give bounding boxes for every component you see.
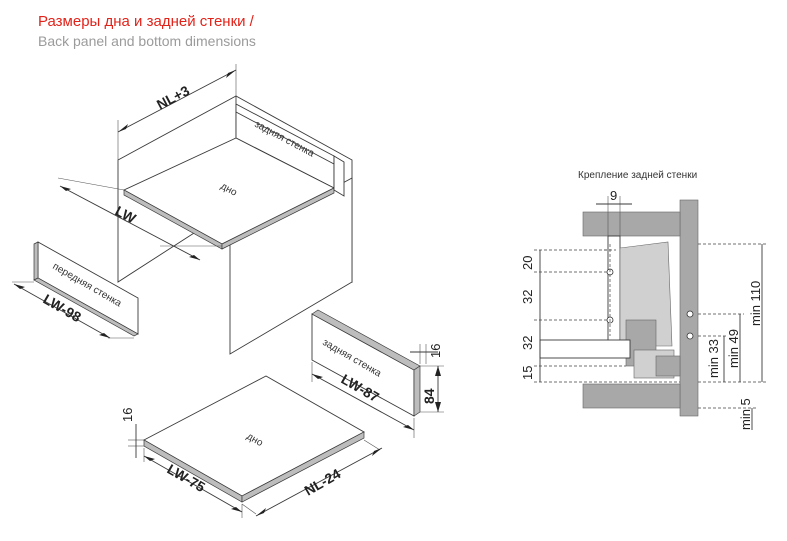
- dim-left-20: 20: [520, 256, 535, 270]
- dim-back-16: 16: [428, 344, 443, 358]
- bottom-board-section: [539, 339, 631, 359]
- dim-min-110: min 110: [748, 281, 763, 326]
- dim-min-5: min 5: [738, 398, 753, 430]
- header: Размеры дна и задней стенки / Back panel…: [38, 12, 256, 50]
- detail-title: Крепление задней стенки: [578, 170, 697, 181]
- dim-nl-24: NL-24: [302, 465, 344, 498]
- back-wall-mounting-detail: Крепление задней стенки 9 20 3: [520, 170, 766, 430]
- dim-left-32b: 32: [520, 336, 535, 350]
- cabinet-side-wall: [679, 199, 699, 417]
- dim-min-33: min 33: [706, 339, 721, 378]
- dim-bottom-16: 16: [120, 408, 135, 422]
- lower-rail: [582, 383, 681, 409]
- title-english: Back panel and bottom dimensions: [38, 33, 256, 49]
- bottom-panel: дно 16 LW-75 NL-24: [120, 375, 383, 518]
- dim-left-32a: 32: [520, 290, 535, 304]
- front-panel: передняя стенка LW-98: [12, 241, 139, 339]
- dim-min-49: min 49: [726, 329, 741, 368]
- dim-left-15: 15: [520, 366, 535, 380]
- upper-rail: [582, 211, 681, 237]
- dim-84: 84: [421, 388, 437, 404]
- dim-nl-plus-3: NL+3: [154, 82, 192, 112]
- dim-9: 9: [610, 188, 617, 203]
- drawer-cabinet-view: NL+3 LW задняя стенка дно: [57, 64, 353, 355]
- title-russian: Размеры дна и задней стенки /: [38, 13, 254, 30]
- cabinet-right-wall: [229, 177, 353, 355]
